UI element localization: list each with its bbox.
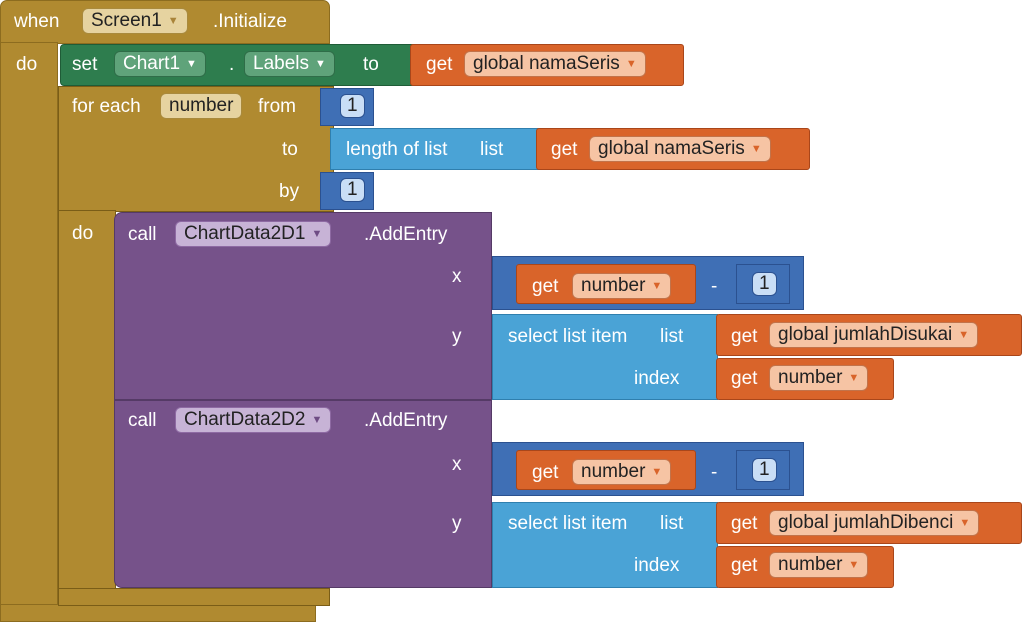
get-label: get	[731, 513, 758, 534]
length-of-list-block[interactable]	[330, 128, 540, 170]
chevron-down-icon[interactable]: ▼	[315, 58, 326, 70]
event-block-bottom	[0, 604, 316, 622]
component-name: Chart1	[123, 53, 181, 74]
get-label: get	[731, 326, 758, 347]
to-label: to	[363, 54, 379, 75]
get-label: get	[731, 368, 758, 389]
y-label: y	[452, 326, 462, 347]
get-label: get	[532, 276, 559, 297]
select-list-item-block[interactable]	[492, 502, 718, 588]
for-each-bottom	[58, 588, 330, 606]
method-label: .AddEntry	[364, 410, 448, 431]
variable-name: global namaSeris	[473, 53, 620, 74]
y-label: y	[452, 513, 462, 534]
chevron-down-icon[interactable]: ▼	[651, 466, 663, 478]
component-dropdown-chartdata2d1[interactable]: ChartData2D1 ▼	[175, 221, 332, 247]
get-label: get	[551, 139, 578, 160]
variable-dropdown[interactable]: global namaSeris ▼	[464, 51, 646, 77]
number-value: 1	[347, 95, 358, 116]
number-field[interactable]: 1	[752, 458, 777, 482]
minus-operator: -	[711, 462, 718, 483]
select-list-item-label: select list item	[508, 326, 628, 347]
variable-dropdown[interactable]: number ▼	[572, 273, 672, 299]
variable-name: number	[581, 275, 646, 296]
variable-dropdown[interactable]: number ▼	[769, 552, 869, 578]
component-name: Screen1	[91, 10, 162, 31]
x-label: x	[452, 266, 462, 287]
variable-name: global namaSeris	[598, 138, 745, 159]
event-do-label: do	[16, 54, 38, 75]
chevron-down-icon[interactable]: ▼	[848, 372, 860, 384]
event-name-label: .Initialize	[213, 11, 287, 32]
property-name: Labels	[253, 53, 309, 74]
chevron-down-icon[interactable]: ▼	[167, 15, 179, 27]
by-label: by	[279, 181, 300, 202]
variable-name: global jumlahDibenci	[778, 512, 954, 533]
index-label: index	[634, 555, 680, 576]
number-field-from[interactable]: 1	[340, 94, 365, 118]
for-each-body-left	[58, 210, 116, 600]
component-name: ChartData2D1	[184, 223, 306, 244]
number-value: 1	[759, 459, 770, 480]
dot-label: .	[229, 54, 235, 75]
chevron-down-icon[interactable]: ▼	[959, 517, 971, 529]
variable-dropdown[interactable]: number ▼	[769, 365, 869, 391]
length-of-list-label: length of list	[346, 139, 448, 160]
event-block-body-left	[0, 42, 58, 622]
select-list-item-label: select list item	[508, 513, 628, 534]
loop-variable-name: number	[169, 95, 234, 116]
component-dropdown-screen1[interactable]: Screen1 ▼	[82, 8, 188, 34]
number-value: 1	[347, 179, 358, 200]
select-list-item-block[interactable]	[492, 314, 718, 400]
loop-variable-field[interactable]: number	[160, 93, 243, 119]
chevron-down-icon[interactable]: ▼	[311, 228, 323, 240]
chevron-down-icon[interactable]: ▼	[311, 414, 323, 426]
minus-operator: -	[711, 276, 718, 297]
from-label: from	[258, 96, 296, 117]
set-label: set	[72, 54, 98, 75]
list-label: list	[660, 513, 684, 534]
chevron-down-icon[interactable]: ▼	[651, 280, 663, 292]
property-dropdown-labels[interactable]: Labels ▼	[244, 51, 335, 77]
call-label: call	[128, 410, 157, 431]
variable-name: number	[778, 554, 843, 575]
component-dropdown-chart1[interactable]: Chart1 ▼	[114, 51, 206, 77]
component-dropdown-chartdata2d2[interactable]: ChartData2D2 ▼	[175, 407, 332, 433]
for-each-do-label: do	[72, 223, 94, 244]
number-value: 1	[759, 273, 770, 294]
variable-dropdown[interactable]: number ▼	[572, 459, 672, 485]
chevron-down-icon[interactable]: ▼	[848, 559, 860, 571]
x-label: x	[452, 454, 462, 475]
chevron-down-icon[interactable]: ▼	[625, 58, 637, 70]
variable-name: global jumlahDisukai	[778, 324, 953, 345]
when-label: when	[14, 11, 60, 32]
variable-dropdown[interactable]: global jumlahDisukai ▼	[769, 322, 979, 348]
call-label: call	[128, 224, 157, 245]
get-label: get	[731, 555, 758, 576]
variable-name: number	[778, 367, 843, 388]
to-label: to	[282, 139, 298, 160]
chevron-down-icon[interactable]: ▼	[186, 58, 197, 70]
chevron-down-icon[interactable]: ▼	[958, 329, 970, 341]
list-label: list	[480, 139, 504, 160]
variable-dropdown[interactable]: global namaSeris ▼	[589, 136, 771, 162]
chevron-down-icon[interactable]: ▼	[750, 143, 762, 155]
get-label: get	[532, 462, 559, 483]
variable-name: number	[581, 461, 646, 482]
method-label: .AddEntry	[364, 224, 448, 245]
list-label: list	[660, 326, 684, 347]
for-each-label: for each	[72, 96, 141, 117]
component-name: ChartData2D2	[184, 409, 306, 430]
index-label: index	[634, 368, 680, 389]
number-field[interactable]: 1	[752, 272, 777, 296]
number-field-by[interactable]: 1	[340, 178, 365, 202]
get-label: get	[426, 54, 453, 75]
variable-dropdown[interactable]: global jumlahDibenci ▼	[769, 510, 980, 536]
